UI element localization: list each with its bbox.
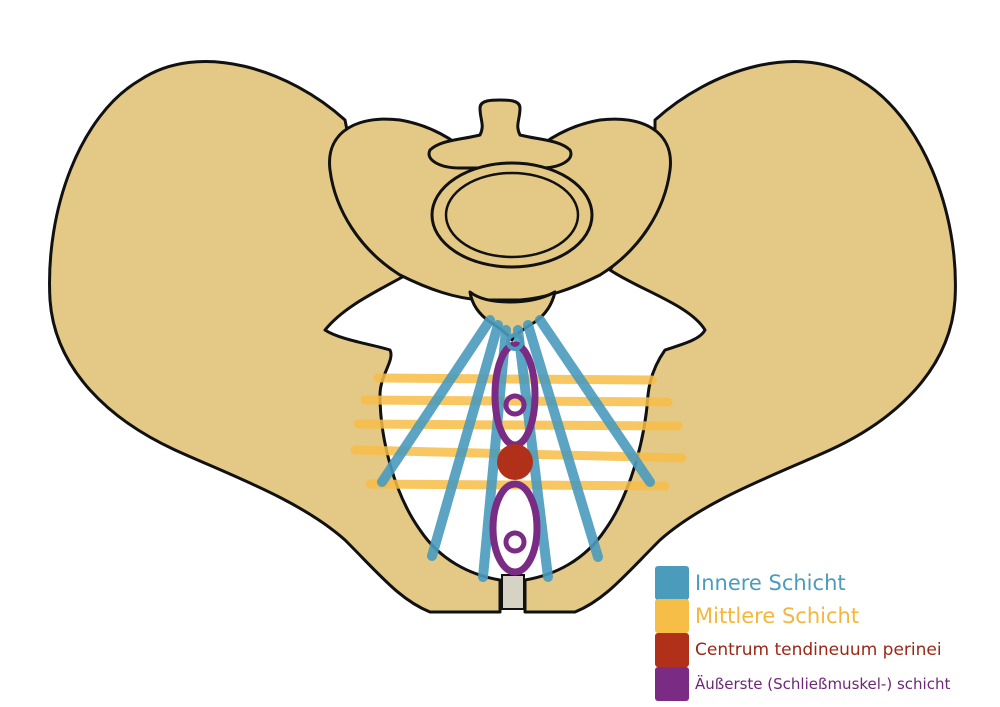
inner-layer-strand [478, 325, 511, 582]
legend-swatch-middle [655, 599, 689, 633]
legend-item-middle: Mittlere Schicht [655, 599, 859, 633]
centrum-tendineum [497, 444, 533, 480]
legend-item-centrum: Centrum tendineuum perinei [655, 633, 942, 667]
legend-swatch-inner [655, 566, 689, 600]
inner-layer-strand [513, 325, 553, 582]
legend-label-centrum: Centrum tendineuum perinei [695, 640, 942, 660]
right-hip-bone [523, 59, 957, 614]
legend-swatch-outer [655, 667, 689, 701]
outer-layer-ring-lower [489, 480, 541, 576]
vertebral-body [430, 161, 594, 269]
vertebral-arch [427, 98, 573, 170]
inner-layer-strand [523, 320, 603, 562]
inner-layer-strand [535, 315, 655, 487]
outer-layer-orifice-lower [503, 530, 527, 554]
outer-layer-orifice-upper [503, 393, 527, 417]
legend-item-inner: Innere Schicht [655, 566, 846, 600]
legend-label-middle: Mittlere Schicht [695, 604, 860, 628]
outer-layer-top-ring [506, 333, 524, 351]
vertebral-body-inner [444, 171, 580, 259]
legend-item-outer: Äußerste (Schließmuskel-) schicht [655, 667, 950, 701]
legend-label-inner: Innere Schicht [695, 571, 846, 595]
middle-layer-band [360, 395, 673, 407]
middle-layer-band [353, 419, 683, 431]
middle-layer-band [373, 373, 657, 385]
legend-swatch-centrum [655, 633, 689, 667]
pubic-symphysis [501, 574, 525, 610]
legend-label-outer: Äußerste (Schließmuskel-) schicht [695, 675, 951, 693]
inner-layer-strand [427, 320, 503, 561]
inner-layer-strand [377, 315, 495, 487]
